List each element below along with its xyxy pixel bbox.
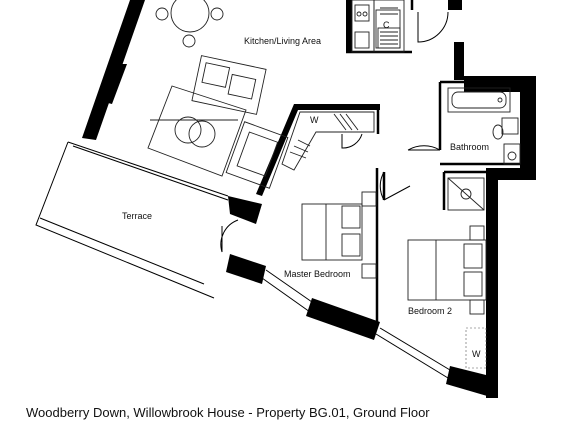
wardrobe-top <box>281 111 375 171</box>
label-terrace: Terrace <box>122 211 152 221</box>
label-master-bedroom: Master Bedroom <box>284 269 351 279</box>
wardrobe-right <box>465 327 487 369</box>
outer-walls <box>82 0 536 398</box>
dining-table <box>155 0 224 48</box>
master-bed <box>301 191 377 279</box>
label-bedroom-2: Bedroom 2 <box>408 306 452 316</box>
label-wardrobe-right: W <box>472 349 481 359</box>
rug-coffee-table <box>147 85 247 177</box>
kitchen-units <box>351 0 405 53</box>
label-cupboard: C <box>383 20 390 30</box>
terrace-outline <box>35 141 229 299</box>
sofa <box>191 55 267 115</box>
armchair <box>225 121 289 189</box>
bedroom2-bed <box>407 225 487 315</box>
label-kitchen-living: Kitchen/Living Area <box>244 36 321 46</box>
label-bathroom: Bathroom <box>450 142 489 152</box>
bathroom-fixtures <box>447 87 521 211</box>
plan-caption: Woodberry Down, Willowbrook House - Prop… <box>26 405 430 420</box>
label-wardrobe-top: W <box>310 115 319 125</box>
cupboard-c <box>375 9 401 49</box>
doors <box>220 11 449 253</box>
